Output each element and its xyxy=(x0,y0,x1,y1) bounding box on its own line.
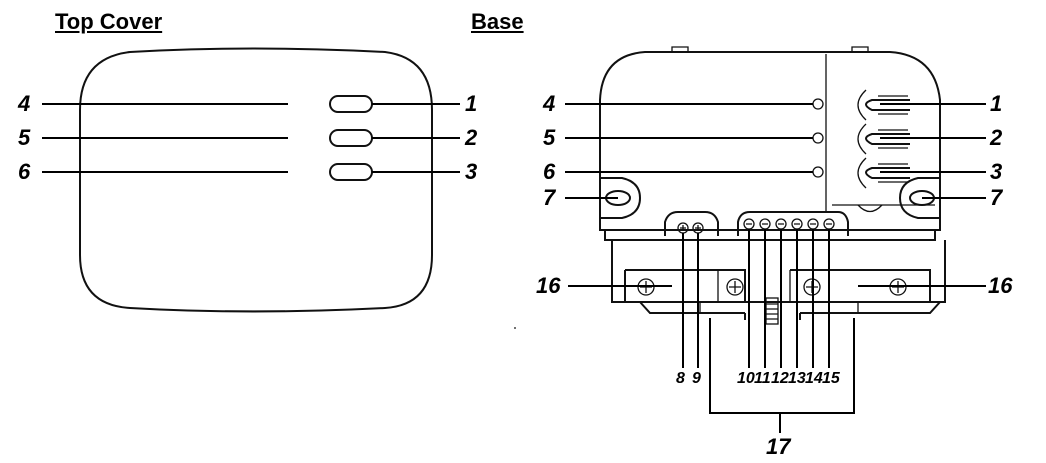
terminal-15: 15 xyxy=(822,370,840,387)
terminal-9: 9 xyxy=(692,370,701,387)
top-button-3 xyxy=(329,163,373,181)
callout-6-base: 6 xyxy=(543,159,556,184)
top-cover-buttons xyxy=(329,95,373,181)
callout-16-right: 16 xyxy=(988,273,1013,298)
callout-1-top: 1 xyxy=(465,91,478,116)
base-outline xyxy=(599,46,946,320)
top-cover-title: Top Cover xyxy=(55,9,163,34)
terminal-8: 8 xyxy=(676,370,685,387)
callout-16-left: 16 xyxy=(536,273,561,298)
top-button-2 xyxy=(329,129,373,147)
terminal-10: 10 xyxy=(737,370,755,387)
base-terminal-blocks xyxy=(664,211,849,236)
terminal-screws-10-15 xyxy=(743,218,835,230)
base-button-springs xyxy=(857,89,910,189)
top-button-1 xyxy=(329,95,373,113)
callout-7-left: 7 xyxy=(543,185,556,210)
callout-5-top: 5 xyxy=(18,125,31,150)
callout-17: 17 xyxy=(766,434,791,459)
terminal-12: 12 xyxy=(771,370,789,387)
callout-3-top: 3 xyxy=(465,159,478,184)
terminal-11: 11 xyxy=(754,370,771,387)
callout-1-base: 1 xyxy=(990,91,1003,116)
callout-2-top: 2 xyxy=(465,125,478,150)
terminal-14: 14 xyxy=(805,370,823,387)
callout-3-base: 3 xyxy=(990,159,1003,184)
callout-4-base: 4 xyxy=(543,91,556,116)
callout-6-top: 6 xyxy=(18,159,31,184)
base-leds xyxy=(812,98,824,178)
base-mount-tabs xyxy=(600,177,940,219)
callout-7-right: 7 xyxy=(990,185,1003,210)
callout-2-base: 2 xyxy=(990,125,1003,150)
callout-4-top: 4 xyxy=(18,91,31,116)
top-cover-leader-lines xyxy=(42,103,460,173)
base-title: Base xyxy=(471,9,524,34)
callout-5-base: 5 xyxy=(543,125,556,150)
base-leader-lines xyxy=(565,103,986,433)
top-cover-outline xyxy=(79,47,433,313)
terminal-13: 13 xyxy=(788,370,806,387)
